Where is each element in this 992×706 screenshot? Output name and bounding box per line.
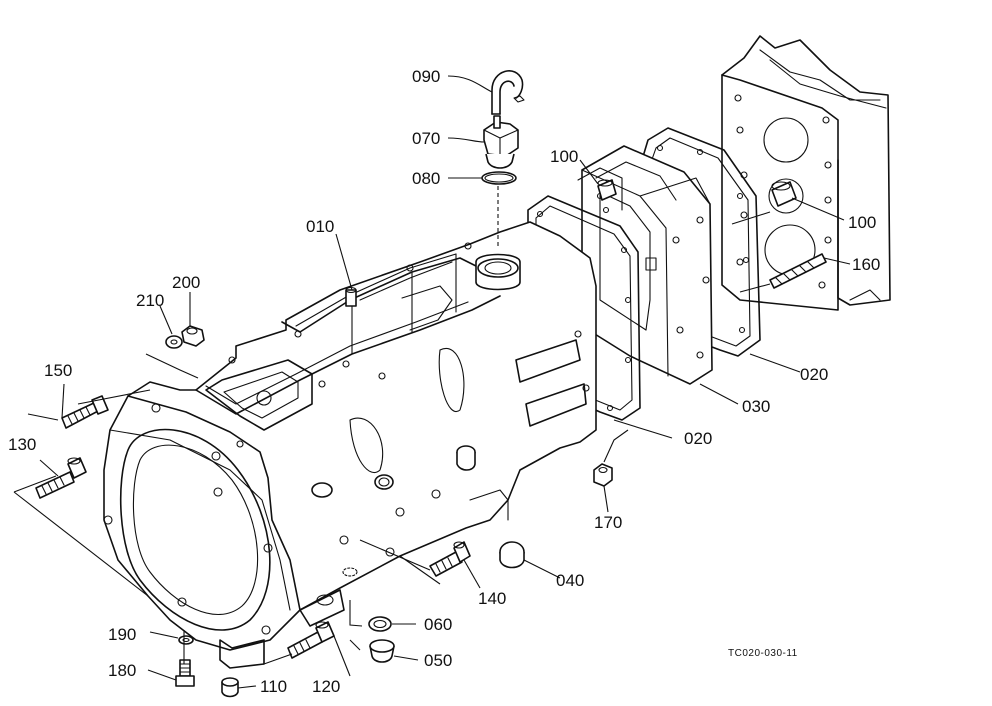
label-020-right: 020 xyxy=(800,365,828,384)
plug-040 xyxy=(499,541,525,569)
oil-plug-assembly xyxy=(481,70,525,185)
label-060: 060 xyxy=(424,615,452,634)
drain-bolt-180 xyxy=(175,659,195,687)
drawing-reference-code: TC020-030-11 xyxy=(728,648,798,659)
label-090: 090 xyxy=(412,67,440,86)
label-210: 210 xyxy=(136,291,164,310)
label-080: 080 xyxy=(412,169,440,188)
label-010: 010 xyxy=(306,217,334,236)
engine-block xyxy=(721,35,891,311)
label-120: 120 xyxy=(312,677,340,696)
plug-110 xyxy=(221,677,239,698)
bolt-150 xyxy=(61,395,109,429)
label-200: 200 xyxy=(172,273,200,292)
label-140: 140 xyxy=(478,589,506,608)
label-040: 040 xyxy=(556,571,584,590)
bolt-130 xyxy=(35,457,87,499)
cover-plate-030 xyxy=(581,145,713,385)
label-160: 160 xyxy=(852,255,880,274)
label-150: 150 xyxy=(44,361,72,380)
callout-leaders xyxy=(39,75,851,689)
label-100-right: 100 xyxy=(848,213,876,232)
transmission-case-010 xyxy=(103,221,597,669)
seal-060 xyxy=(368,616,392,632)
washer-210 xyxy=(165,335,183,349)
bolt-140 xyxy=(429,541,471,577)
label-130: 130 xyxy=(8,435,36,454)
part-labels: 090 070 080 100 100 160 010 200 210 150 … xyxy=(8,67,880,696)
washer-190 xyxy=(178,635,194,645)
label-100-left: 100 xyxy=(550,147,578,166)
plug-050 xyxy=(369,639,395,663)
assembly-lines xyxy=(13,211,771,665)
label-030: 030 xyxy=(742,397,770,416)
label-110: 110 xyxy=(260,677,287,696)
nut-170 xyxy=(593,463,613,487)
label-180: 180 xyxy=(108,661,136,680)
dowel-pin-100-left xyxy=(597,179,617,201)
label-190: 190 xyxy=(108,625,136,644)
label-070: 070 xyxy=(412,129,440,148)
dowel-pin-100-right xyxy=(771,181,797,207)
label-050: 050 xyxy=(424,651,452,670)
bolt-120 xyxy=(287,621,335,659)
label-170: 170 xyxy=(594,513,622,532)
nut-200 xyxy=(181,325,205,347)
label-020-front: 020 xyxy=(684,429,712,448)
stud-bolt-160 xyxy=(769,253,827,289)
